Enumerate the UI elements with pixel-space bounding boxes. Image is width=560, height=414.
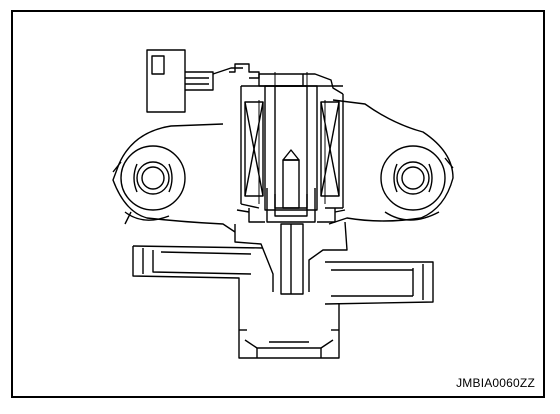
central-core-tube	[264, 85, 318, 211]
right-horizontal-port	[324, 261, 434, 305]
electrical-connector	[146, 49, 243, 113]
internal-detail-lines	[258, 72, 326, 204]
right-mounting-bracket	[328, 99, 454, 225]
left-horizontal-port	[132, 245, 264, 288]
left-mounting-bracket	[112, 123, 236, 233]
figure-code: JMBIA0060ZZ	[456, 376, 535, 390]
left-coil-winding	[244, 101, 264, 197]
plunger-rod	[236, 188, 346, 223]
right-coil-winding	[320, 101, 340, 197]
valve-cross-section-drawing	[112, 49, 454, 359]
figure-frame: JMBIA0060ZZ	[11, 10, 545, 398]
bottom-outlet	[238, 288, 340, 359]
valve-lower-body	[234, 221, 348, 295]
